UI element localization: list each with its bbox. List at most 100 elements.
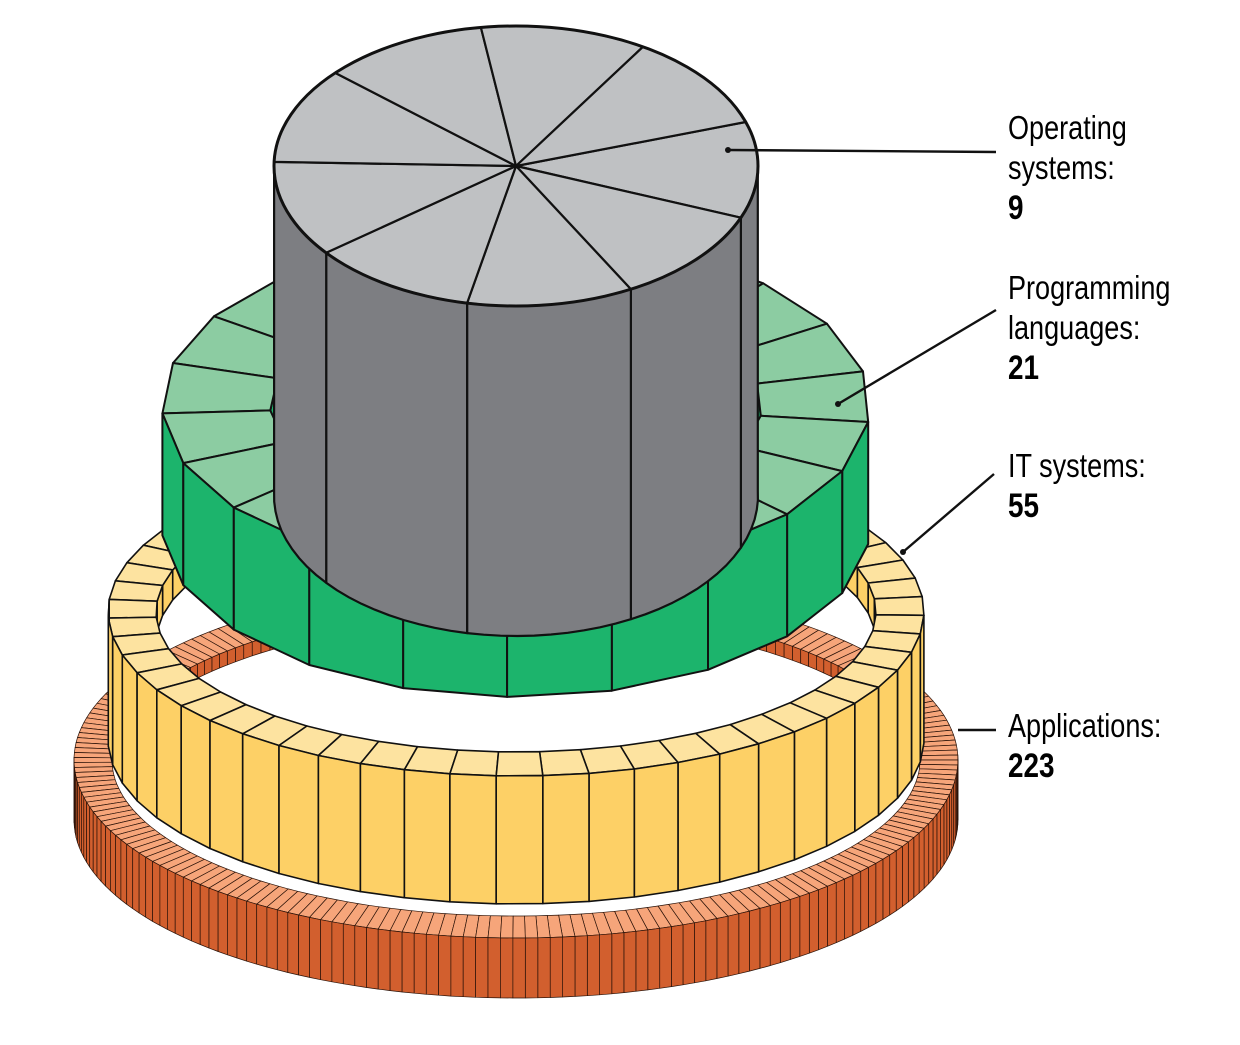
application-segment-outer-wall — [475, 936, 489, 998]
operating-system-side — [325, 251, 469, 635]
application-segment-outer-wall — [354, 925, 367, 988]
application-segment-outer-wall — [425, 933, 439, 996]
application-segment-outer-wall — [907, 837, 915, 903]
application-segment-outer-wall — [92, 811, 98, 878]
application-segment-outer-wall — [902, 841, 909, 907]
operating-system-side — [466, 288, 633, 638]
application-segment-outer-wall — [100, 821, 106, 887]
callout-programming-languages: Programming languages: 21 — [1008, 268, 1170, 388]
application-segment-outer-wall — [659, 926, 672, 989]
application-segment-outer-wall — [309, 917, 321, 981]
application-segment-outer-wall — [574, 935, 588, 997]
application-segment-outer-wall — [611, 932, 625, 995]
application-segment-top — [535, 915, 551, 939]
leader-line-it — [902, 473, 995, 553]
application-segment-outer-wall — [759, 905, 771, 969]
it-system-segment-outer-wall — [588, 768, 636, 903]
application-segment-outer-wall — [487, 937, 501, 999]
leader-lines — [725, 147, 997, 732]
application-segment-outer-wall — [120, 839, 128, 905]
application-segment-outer-wall — [946, 794, 950, 861]
application-segment-outer-wall — [450, 935, 464, 998]
callout-applications: Applications: 223 — [1008, 706, 1161, 786]
it-system-segment-outer-wall — [209, 719, 244, 863]
application-segment-outer-wall — [940, 804, 945, 870]
application-segment-outer-wall — [208, 887, 219, 952]
application-segment-top — [73, 757, 113, 763]
it-system-segment-outer-wall — [121, 654, 138, 802]
application-segment-outer-wall — [889, 850, 897, 916]
it-system-segment-top — [495, 750, 544, 777]
application-segment-top — [512, 915, 526, 939]
it-system-segment-outer-wall — [180, 704, 211, 850]
application-segment-outer-wall — [287, 912, 299, 976]
it-system-segment-top — [873, 595, 925, 617]
leader-line-os — [727, 148, 997, 154]
application-segment-outer-wall — [83, 796, 87, 863]
application-segment-outer-wall — [827, 882, 837, 947]
application-segment-outer-wall — [81, 792, 85, 858]
it-system-segment-top — [538, 748, 590, 777]
application-segment-outer-wall — [738, 910, 750, 975]
application-segment-outer-wall — [562, 936, 576, 998]
application-segment-outer-wall — [537, 937, 551, 999]
callout-it-systems: IT systems: 55 — [1008, 446, 1146, 526]
it-system-segment-outer-wall — [403, 768, 451, 903]
application-segment-outer-wall — [868, 863, 877, 928]
application-segment-outer-wall — [227, 894, 238, 959]
leader-dot-os — [725, 147, 731, 153]
application-segment-outer-wall — [377, 928, 391, 991]
application-segment-outer-wall — [276, 909, 289, 973]
application-segment-outer-wall — [943, 799, 948, 866]
leader-line-pl — [837, 308, 997, 406]
it-system-segment-outer-wall — [449, 772, 498, 905]
operating-systems-cylinder — [272, 24, 760, 638]
application-segment-top — [919, 754, 959, 761]
it-system-segment-outer-wall — [359, 762, 406, 899]
it-system-segment-top — [108, 579, 164, 603]
application-segment-outer-wall — [105, 825, 111, 892]
application-segment-outer-wall — [512, 937, 526, 999]
application-segment-outer-wall — [96, 816, 102, 882]
application-segment-outer-wall — [671, 924, 684, 987]
application-segment-outer-wall — [152, 861, 161, 926]
it-system-segment-outer-wall — [278, 744, 320, 885]
it-system-segment-outer-wall — [156, 688, 182, 835]
application-segment-outer-wall — [852, 871, 862, 936]
application-segment-outer-wall — [256, 903, 268, 968]
application-segment-outer-wall — [342, 923, 356, 987]
it-system-segment-outer-wall — [718, 742, 760, 883]
application-segment-outer-wall — [769, 902, 781, 966]
it-system-segment-outer-wall — [633, 761, 679, 898]
application-segment-top — [487, 915, 503, 939]
it-system-segment-outer-wall — [877, 669, 899, 817]
leader-dot-pl — [835, 401, 841, 407]
application-segment-outer-wall — [199, 884, 210, 949]
application-segment-outer-wall — [413, 932, 427, 995]
application-segment-outer-wall — [647, 927, 661, 991]
application-segment-outer-wall — [623, 930, 637, 993]
application-segment-outer-wall — [928, 818, 934, 885]
callout-count: 55 — [1008, 487, 1040, 525]
application-segment-outer-wall — [86, 801, 91, 868]
callout-label: Operating — [1008, 109, 1127, 146]
application-segment-outer-wall — [298, 914, 310, 978]
application-segment-outer-wall — [818, 885, 828, 951]
application-segment-outer-wall — [799, 892, 810, 957]
application-segment-outer-wall — [875, 858, 884, 924]
operating-system-side — [739, 159, 760, 549]
application-segment-outer-wall — [749, 908, 761, 972]
application-segment-outer-wall — [716, 915, 729, 979]
it-system-segment-outer-wall — [317, 754, 362, 893]
application-segment-outer-wall — [599, 933, 613, 996]
it-system-segment-outer-wall — [757, 731, 796, 873]
callout-count: 223 — [1008, 747, 1055, 785]
it-system-segment-top — [107, 598, 158, 619]
application-segment-top — [500, 915, 514, 939]
application-segment-outer-wall — [438, 934, 452, 997]
application-segment-top — [524, 915, 539, 939]
application-segment-outer-wall — [779, 899, 791, 964]
it-system-segment-outer-wall — [896, 651, 913, 800]
application-segment-outer-wall — [89, 806, 94, 873]
